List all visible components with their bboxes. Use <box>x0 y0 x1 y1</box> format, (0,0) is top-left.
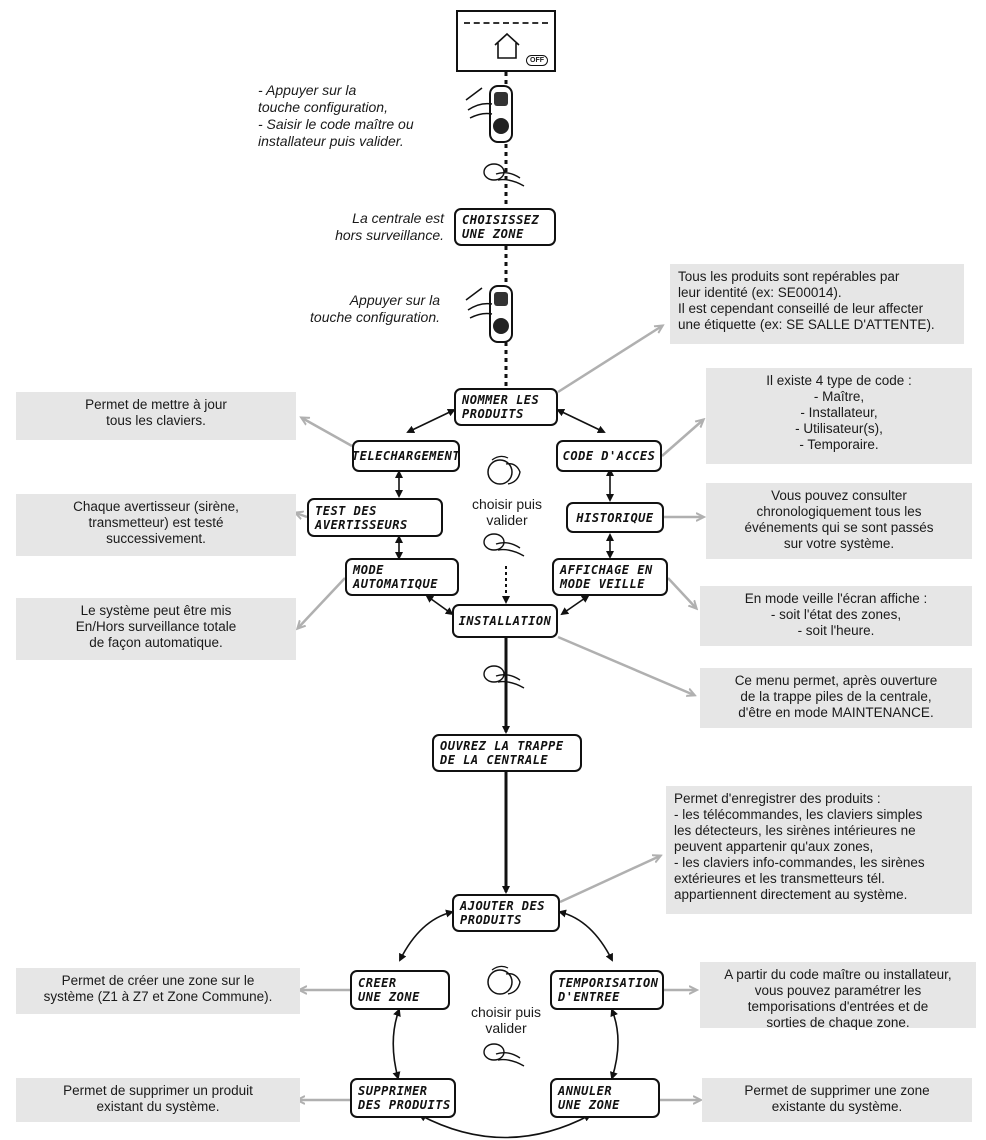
lcd-code-acces[interactable]: CODE D'ACCES <box>556 440 662 472</box>
off-indicator: OFF <box>526 55 548 66</box>
arrow-nommer-telechargement <box>406 408 456 434</box>
arc-ajouter-tempo <box>558 909 613 962</box>
lcd-affichage-veille[interactable]: AFFICHAGE EN MODE VEILLE <box>552 558 668 596</box>
arc-supprimer-annuler <box>418 1114 592 1139</box>
rotary-knob-icon <box>487 965 521 995</box>
note-creer: Permet de créer une zone sur le système … <box>16 968 300 1014</box>
keypad-hand-icon <box>465 85 513 143</box>
connector-affichage <box>667 577 696 608</box>
rotary-knob-icon <box>487 455 521 485</box>
arc-creer-supprimer <box>392 1008 401 1080</box>
instruction-step1: - Appuyer sur la touche configuration, -… <box>258 82 414 149</box>
note-test: Chaque avertisseur (sirène, transmetteur… <box>16 494 296 556</box>
connector-code <box>661 420 703 457</box>
house-icon <box>494 32 520 59</box>
choose-validate-label: choisir puis valider <box>470 1004 542 1036</box>
press-hand-icon <box>483 533 525 557</box>
instruction-step2: Appuyer sur la touche configuration. <box>310 292 440 325</box>
lcd-ouvrez-trappe: OUVREZ LA TRAPPE DE LA CENTRALE <box>432 734 582 772</box>
press-hand-icon <box>483 665 525 689</box>
connector-telechargement <box>302 418 353 448</box>
note-ajouter: Permet d'enregistrer des produits : - le… <box>666 786 972 914</box>
choose-validate-label: choisir puis valider <box>471 496 543 528</box>
note-annuler: Permet de supprimer une zone existante d… <box>702 1078 972 1122</box>
arrow-nommer-code <box>556 408 606 434</box>
lcd-mode-automatique[interactable]: MODE AUTOMATIQUE <box>345 558 459 596</box>
screen-dashes <box>464 22 548 24</box>
status-text: La centrale est hors surveillance. <box>335 210 444 243</box>
connector-ajouter <box>559 856 660 904</box>
lcd-test-avertisseurs[interactable]: TEST DES AVERTISSEURS <box>307 498 443 537</box>
keypad-hand-icon <box>465 285 513 343</box>
connector-nommer <box>557 326 662 394</box>
press-hand-icon <box>483 163 525 187</box>
connector-installation <box>557 635 694 695</box>
lcd-creer-zone[interactable]: CREER UNE ZONE <box>350 970 450 1010</box>
lcd-installation[interactable]: INSTALLATION <box>452 604 558 638</box>
note-historique: Vous pouvez consulter chronologiquement … <box>706 483 972 559</box>
note-telechargement: Permet de mettre à jour tous les clavier… <box>16 392 296 440</box>
lcd-choisissez-zone: CHOISISSEZ UNE ZONE <box>454 208 556 246</box>
note-installation: Ce menu permet, après ouverture de la tr… <box>700 668 972 728</box>
arrow-affichage-installation <box>560 594 590 616</box>
arc-ajouter-creer <box>399 909 454 962</box>
note-nommer: Tous les produits sont repérables par le… <box>670 264 964 344</box>
note-mode-auto: Le système peut être mis En/Hors surveil… <box>16 598 296 660</box>
press-hand-icon <box>483 1043 525 1067</box>
lcd-annuler-zone[interactable]: ANNULER UNE ZONE <box>550 1078 660 1118</box>
lcd-nommer-produits[interactable]: NOMMER LES PRODUITS <box>454 388 558 426</box>
connector-test <box>296 513 308 517</box>
lcd-historique[interactable]: HISTORIQUE <box>566 502 664 533</box>
lcd-ajouter-produits[interactable]: AJOUTER DES PRODUITS <box>452 894 560 932</box>
arrow-mode-installation <box>425 594 454 616</box>
note-affichage: En mode veille l'écran affiche : - soit … <box>700 586 972 646</box>
central-screen: OFF <box>456 10 556 72</box>
lcd-supprimer-produits[interactable]: SUPPRIMER DES PRODUITS <box>350 1078 456 1118</box>
note-code: Il existe 4 type de code : - Maître, - I… <box>706 368 972 464</box>
lcd-temporisation-entree[interactable]: TEMPORISATION D'ENTREE <box>550 970 664 1010</box>
note-tempo: A partir du code maître ou installateur,… <box>700 962 976 1030</box>
arc-tempo-annuler <box>609 1008 619 1080</box>
lcd-telechargement[interactable]: TELECHARGEMENT <box>352 440 460 472</box>
note-supprimer: Permet de supprimer un produit existant … <box>16 1078 300 1122</box>
connector-mode <box>298 577 346 628</box>
